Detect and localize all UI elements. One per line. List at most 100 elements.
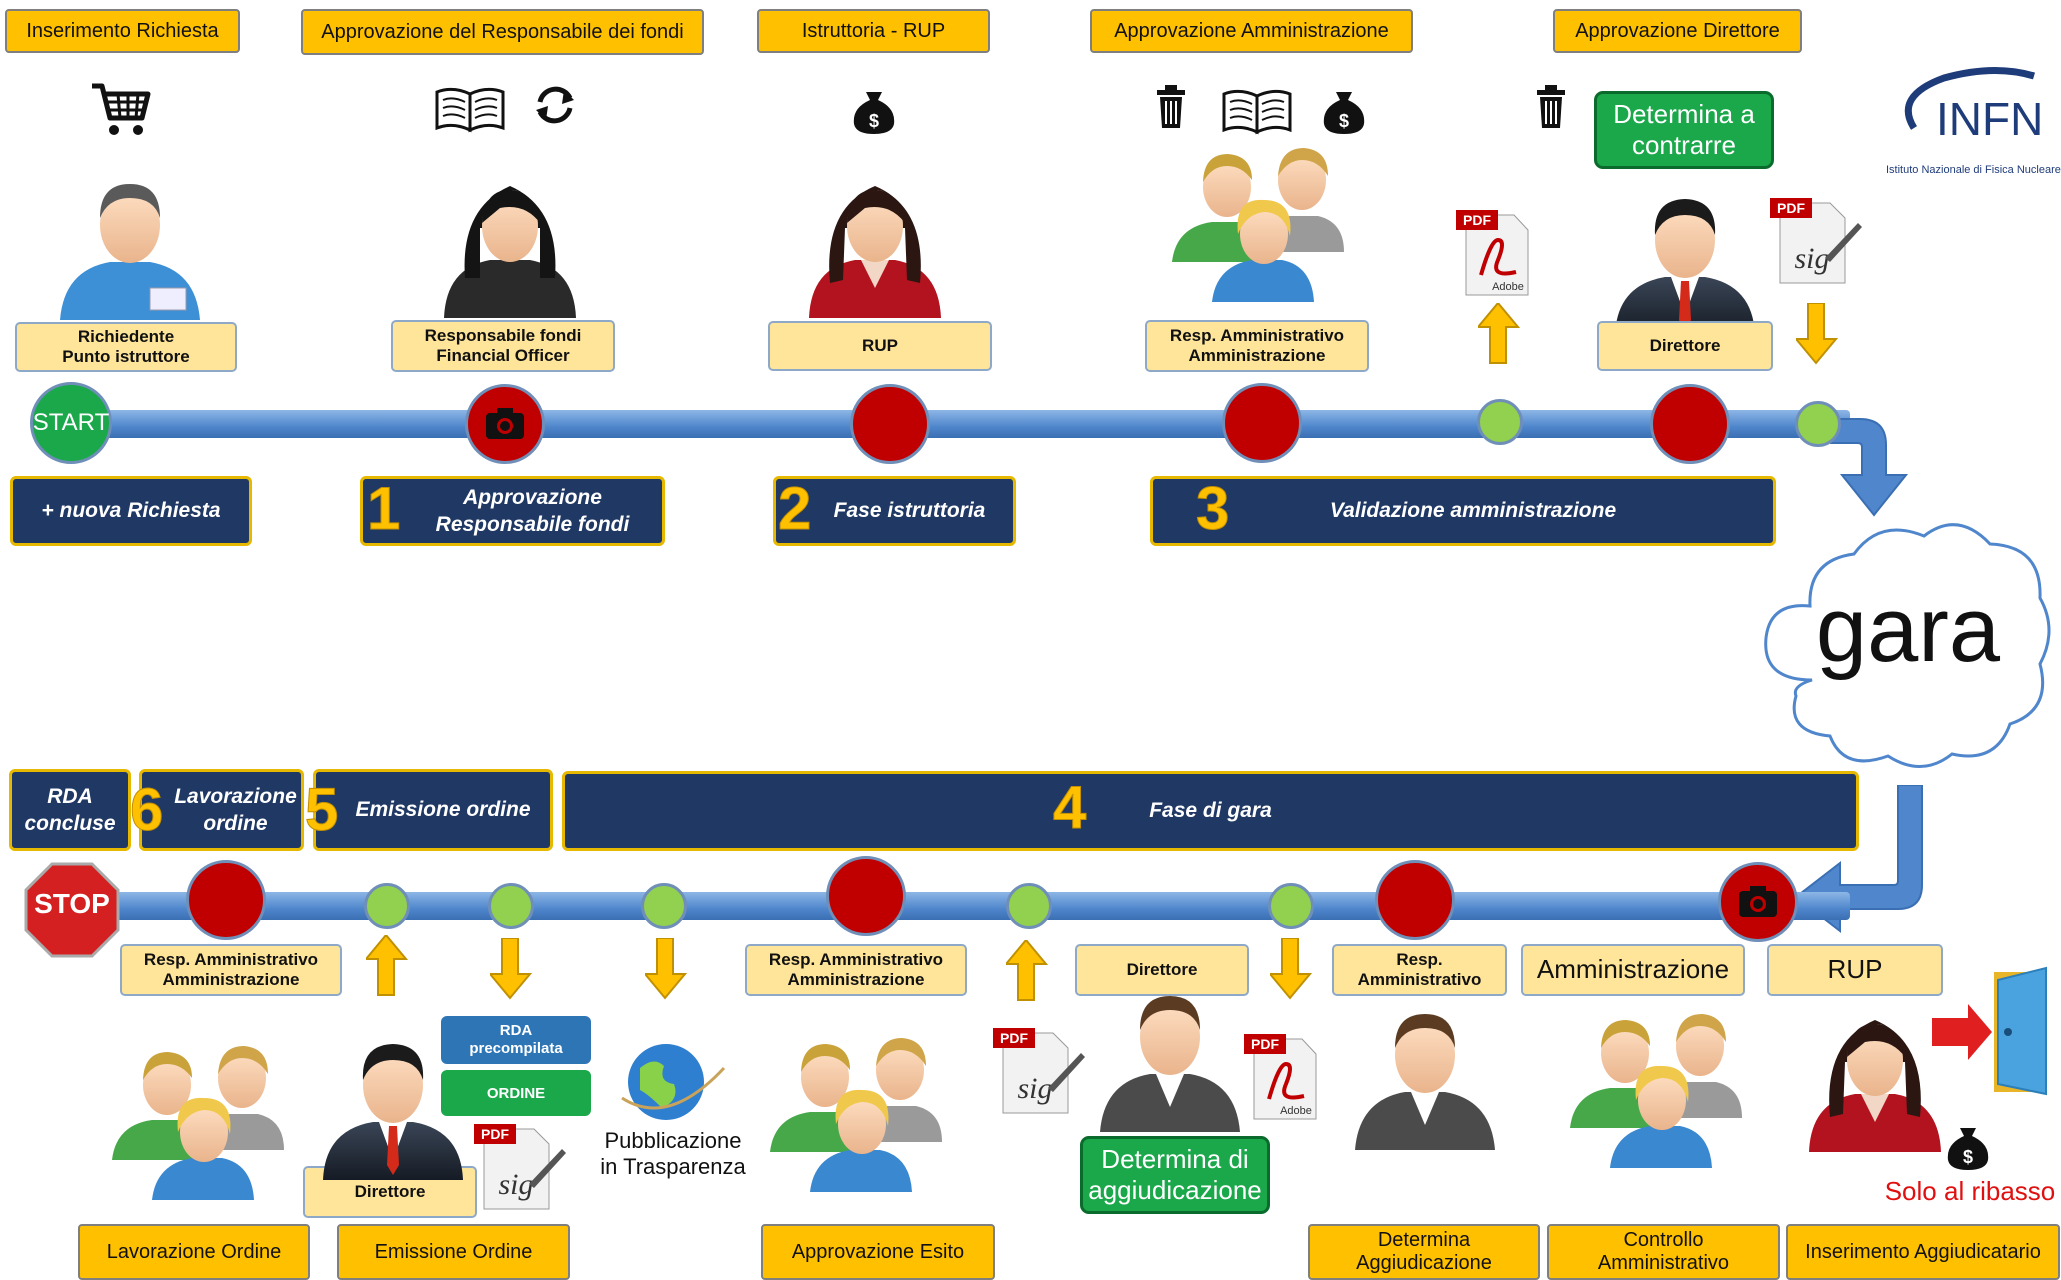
trash-icon [1533, 84, 1569, 135]
step-3-label: Validazione amministrazione [1329, 499, 1617, 523]
moneybag-icon [1946, 1118, 1992, 1177]
milestone-red [186, 860, 266, 940]
phase-inserimento-richiesta: Inserimento Richiesta [5, 9, 240, 53]
phase-lavorazione-ordine: Lavorazione Ordine [78, 1224, 310, 1280]
stop-label: STOP [34, 888, 110, 919]
infn-logo: INFN Istituto Nazionale di Fisica Nuclea… [1884, 66, 2061, 186]
arrow-down-icon [644, 937, 687, 1005]
refresh-icon [530, 80, 580, 135]
ordine-badge: ORDINE [441, 1070, 591, 1116]
pdf-sig-icon [1769, 197, 1866, 293]
phase-emissione-ordine: Emissione Ordine [337, 1224, 570, 1280]
step-4-label: Fase di gara [1149, 799, 1272, 823]
milestone-green [1006, 883, 1052, 929]
rda-precompilata-badge: RDA precompilata [441, 1016, 591, 1064]
role-responsabile-fondi: Responsabile fondi Financial Officer [391, 320, 615, 372]
milestone-red [1375, 860, 1455, 940]
trash-icon [1153, 84, 1189, 135]
pdf-sig-icon [992, 1027, 1089, 1123]
pdf-adobe-icon [1242, 1032, 1324, 1129]
direttore-avatar [1090, 982, 1250, 1137]
direttore-avatar [313, 1030, 473, 1185]
phase-approvazione-amministrazione: Approvazione Amministrazione [1090, 9, 1413, 53]
role-resp-amministrativo-1: Resp. Amministrativo Amministrazione [120, 944, 342, 996]
milestone-red [1718, 862, 1798, 942]
track-turn-arrow-top [1830, 418, 1909, 517]
gara-label: gara [1815, 579, 2001, 681]
milestone-green [1795, 401, 1841, 447]
exit-door-icon [1932, 966, 2047, 1096]
infn-logo-subtitle: Istituto Nazionale di Fisica Nucleare [1886, 164, 2061, 176]
arrow-up-icon [365, 934, 408, 1002]
start-node: START [30, 382, 112, 464]
step-5-emissione-ordine: Emissione ordine [313, 769, 553, 851]
step-2-label: Fase istruttoria [833, 499, 986, 523]
pubblicazione-trasparenza-label: Pubblicazione in Trasparenza [600, 1128, 746, 1180]
globe-icon [621, 1044, 726, 1120]
amministrazione-group-avatar [1570, 998, 1750, 1193]
role-resp-amministrativo-2: Resp. Amministrativo Amministrazione [745, 944, 967, 996]
step-1-label: Approvazione Responsabile fondi [435, 485, 630, 536]
rup-avatar [795, 168, 955, 323]
role-rup: RUP [768, 321, 992, 371]
milestone-green [1268, 883, 1314, 929]
milestone-red [465, 384, 545, 464]
role-resp-amministrativo: Resp. Amministrativo Amministrazione [1145, 320, 1369, 372]
richiedente-avatar [50, 170, 210, 325]
phase-istruttoria-rup: Istruttoria - RUP [757, 9, 990, 53]
phase-inserimento-aggiudicatario: Inserimento Aggiudicatario [1786, 1224, 2060, 1280]
solo-al-ribasso-label: Solo al ribasso [1884, 1176, 2056, 1206]
step-3-validazione-amministrazione: Validazione amministrazione [1150, 476, 1776, 546]
responsabile-fondi-avatar [430, 168, 590, 323]
step-nuova-richiesta: + nuova Richiesta [10, 476, 252, 546]
role-rup-bottom: RUP [1767, 944, 1943, 996]
milestone-red [1650, 384, 1730, 464]
amministrazione-group-avatar [770, 1022, 950, 1217]
pdf-sig-icon [473, 1123, 570, 1219]
step-5-number: 5 [304, 776, 339, 844]
gara-cloud [1764, 523, 2051, 768]
step-6-lavorazione-ordine: Lavorazione ordine [139, 769, 304, 851]
step-5-label: Emissione ordine [355, 798, 531, 822]
phase-approvazione-direttore: Approvazione Direttore [1553, 9, 1802, 53]
step-1-number: 1 [366, 475, 401, 543]
amministrazione-group-avatar [112, 1030, 292, 1225]
step-4-fase-di-gara: Fase di gara [562, 771, 1859, 851]
camera-icon [1739, 886, 1777, 917]
step-6-label: Lavorazione ordine [174, 784, 297, 835]
milestone-red [850, 384, 930, 464]
amministrazione-group-avatar [1172, 132, 1352, 327]
phase-approvazione-responsabile-fondi: Approvazione del Responsabile dei fondi [301, 9, 704, 55]
step-3-number: 3 [1195, 475, 1230, 543]
cart-icon [90, 80, 152, 145]
milestone-red [826, 856, 906, 936]
milestone-green [364, 883, 410, 929]
pdf-adobe-icon [1454, 208, 1536, 305]
step-1-approvazione-responsabile-fondi: Approvazione Responsabile fondi [360, 476, 665, 546]
role-direttore: Direttore [1597, 321, 1773, 371]
camera-icon [486, 408, 524, 439]
milestone-green [488, 883, 534, 929]
milestone-red [1222, 383, 1302, 463]
phase-controllo-amministrativo: Controllo Amministrativo [1547, 1224, 1780, 1280]
step-6-number: 6 [129, 776, 164, 844]
role-amministrazione: Amministrazione [1521, 944, 1745, 996]
resp-amministrativo-avatar [1345, 1000, 1505, 1155]
infn-logo-swoosh [1904, 67, 2036, 130]
arrow-down-icon [1269, 937, 1312, 1005]
step-rda-concluse: RDA concluse [9, 769, 131, 851]
direttore-avatar [1605, 185, 1765, 340]
phase-approvazione-esito: Approvazione Esito [761, 1224, 995, 1280]
book-icon [435, 82, 507, 139]
timeline-track-bottom [80, 892, 1850, 920]
role-direttore-2: Direttore [1075, 944, 1249, 996]
role-richiedente: Richiedente Punto istruttore [15, 322, 237, 372]
moneybag-icon [852, 82, 898, 141]
arrow-up-icon [1477, 302, 1520, 370]
step-4-number: 4 [1052, 774, 1087, 842]
milestone-green [1477, 399, 1523, 445]
arrow-up-icon [1005, 939, 1048, 1007]
determina-di-aggiudicazione-badge: Determina di aggiudicazione [1080, 1136, 1270, 1214]
stop-sign-icon [24, 862, 120, 958]
step-2-number: 2 [777, 475, 812, 543]
